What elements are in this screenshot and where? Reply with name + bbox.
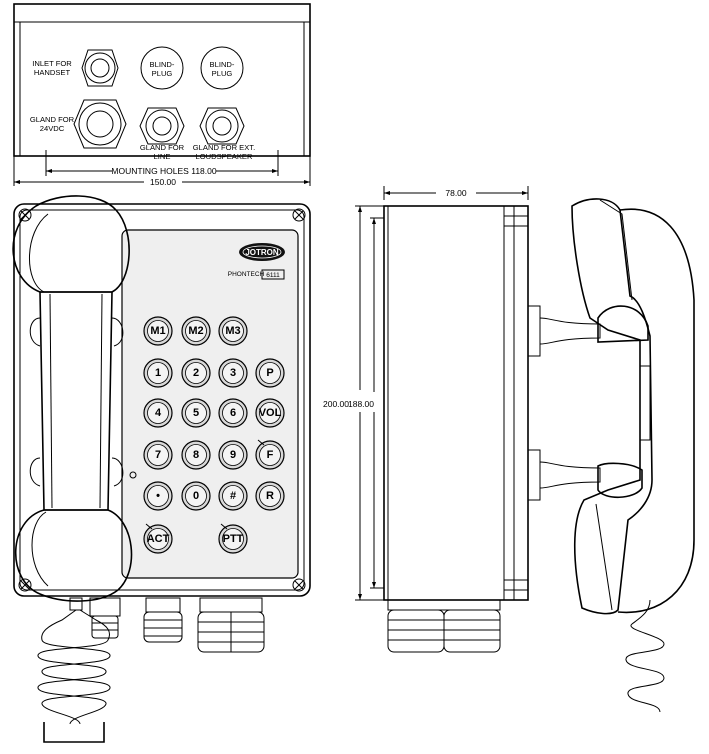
key-1-0[interactable]: 1	[143, 358, 173, 388]
handset-cord	[37, 597, 111, 743]
screw-tr	[292, 208, 306, 222]
label-gland-line-1: GLAND FOR	[140, 143, 185, 152]
ptt-label: PTT	[223, 533, 244, 545]
model-number: 6111	[266, 272, 280, 279]
key-0-1[interactable]: M2	[181, 316, 211, 346]
dim-height-inner: 188.00	[348, 399, 374, 409]
label-gland-24vdc-2: 24VDC	[40, 124, 65, 133]
key-label: 9	[230, 449, 236, 461]
key-4-2[interactable]: #	[218, 481, 248, 511]
dim-width: 150.00	[150, 177, 176, 187]
key-2-2[interactable]: 6	[218, 398, 248, 428]
act-key[interactable]: ACT	[143, 523, 173, 554]
key-3-1[interactable]: 8	[181, 440, 211, 470]
led-indicator	[129, 471, 137, 479]
label-blind-plug-2a: BLIND-	[210, 60, 235, 69]
label-inlet-handset-1: INLET FOR	[32, 59, 72, 68]
inlet-handset	[81, 49, 119, 87]
key-4-3[interactable]: R	[255, 481, 285, 511]
handset-front	[12, 195, 133, 602]
screw-br	[292, 578, 306, 592]
label-gland-24vdc-1: GLAND FOR	[30, 115, 75, 124]
key-1-2[interactable]: 3	[218, 358, 248, 388]
brand-text: JOTRON	[245, 248, 279, 257]
key-label: 0	[193, 490, 199, 502]
dim-depth: 78.00	[445, 188, 467, 198]
key-0-0[interactable]: M1	[143, 316, 173, 346]
key-3-2[interactable]: 9	[218, 440, 248, 470]
screw-bl	[18, 578, 32, 592]
side-housing	[383, 205, 529, 601]
key-label: 4	[155, 407, 162, 419]
front-view: JOTRON PHONTECH 6111 M1 M2 M3 1 2 3 P 4 5 6 VOL 7 8 9…	[12, 195, 311, 743]
bottom-view: INLET FOR HANDSET GLAND FOR 24VDC BLIND-…	[13, 3, 311, 187]
key-label: 1	[155, 367, 161, 379]
key-1-1[interactable]: 2	[181, 358, 211, 388]
gland-line	[139, 107, 185, 145]
label-gland-line-2: LINE	[154, 152, 171, 161]
ptt-key[interactable]: PTT	[218, 523, 248, 554]
blind-plug-1	[140, 46, 184, 90]
key-1-3[interactable]: P	[255, 358, 285, 388]
housing	[13, 203, 311, 597]
key-label: 3	[230, 367, 236, 379]
label-blind-plug-1a: BLIND-	[150, 60, 175, 69]
label-blind-plug-2b: PLUG	[212, 69, 233, 78]
key-label: R	[266, 490, 274, 502]
key-label: F	[267, 449, 274, 461]
blind-plug-2	[200, 46, 244, 90]
act-label: ACT	[147, 533, 170, 545]
key-label: 6	[230, 407, 236, 419]
key-label: 8	[193, 449, 199, 461]
dim-mounting-holes: MOUNTING HOLES 118.00	[111, 166, 216, 176]
label-gland-ext-2: LOUDSPEAKER	[196, 152, 253, 161]
side-glands	[387, 599, 501, 653]
key-label: 5	[193, 407, 199, 419]
key-4-0[interactable]: •	[143, 481, 173, 511]
key-label: 2	[193, 367, 199, 379]
handset-side	[571, 198, 695, 615]
key-label: M1	[150, 325, 165, 337]
key-label: M2	[188, 325, 203, 337]
key-3-0[interactable]: 7	[143, 440, 173, 470]
model-text: PHONTECH	[228, 271, 265, 278]
keypad: M1 M2 M3 1 2 3 P 4 5 6 VOL 7 8 9 F • 0 # R	[143, 316, 285, 511]
dim-height-outer: 200.00	[323, 399, 349, 409]
gland-ext-loudspeaker	[199, 107, 245, 145]
label-inlet-handset-2: HANDSET	[34, 68, 71, 77]
label-blind-plug-1b: PLUG	[152, 69, 173, 78]
key-label: P	[266, 367, 273, 379]
key-3-3[interactable]: F	[255, 439, 285, 470]
key-4-1[interactable]: 0	[181, 481, 211, 511]
label-gland-ext-1: GLAND FOR EXT.	[193, 143, 255, 152]
front-glands	[89, 597, 265, 653]
key-label: •	[156, 490, 160, 502]
cradle-mount-lower	[528, 449, 643, 501]
key-0-2[interactable]: M3	[218, 316, 248, 346]
side-cord	[625, 599, 665, 713]
key-label: VOL	[259, 407, 282, 419]
key-label: M3	[225, 325, 240, 337]
gland-24vdc	[73, 99, 127, 149]
key-2-0[interactable]: 4	[143, 398, 173, 428]
key-label: #	[230, 490, 236, 502]
key-2-1[interactable]: 5	[181, 398, 211, 428]
cradle-mount-upper	[528, 305, 649, 357]
side-view: 78.00 200.00 188.00	[323, 186, 695, 713]
key-2-3[interactable]: VOL	[255, 398, 285, 428]
key-label: 7	[155, 449, 161, 461]
